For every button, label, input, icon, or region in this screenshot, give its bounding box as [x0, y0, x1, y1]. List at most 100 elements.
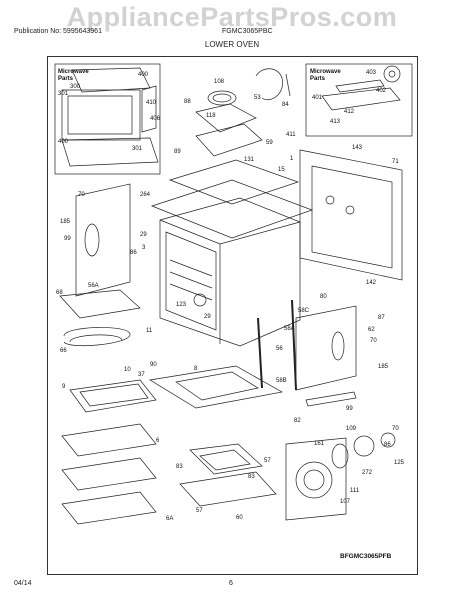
- model-number: FGMC3065PBC: [222, 28, 273, 35]
- callout-413: 413: [330, 119, 341, 125]
- callout-11: 11: [146, 328, 153, 334]
- callout-57: 57: [196, 508, 203, 514]
- callout-57: 57: [264, 458, 271, 464]
- part-60-bottom-cover: [179, 471, 277, 507]
- part-58B-trim: [291, 299, 297, 391]
- part-161-element: [331, 443, 349, 469]
- callout-15: 15: [278, 167, 285, 173]
- part-71-back-inner: [311, 165, 393, 269]
- callout-71: 71: [392, 159, 399, 165]
- part-56-trim: [257, 317, 263, 389]
- callout-185: 185: [60, 219, 71, 225]
- callout-56: 56: [276, 346, 283, 352]
- callout-301: 301: [132, 146, 143, 152]
- part-70-left-side: [75, 183, 131, 297]
- callout-161: 161: [314, 441, 325, 447]
- inset-left-title-line1: Microwave: [58, 69, 89, 75]
- callout-58a: 58A: [284, 326, 295, 332]
- part-108-fan-inner: [212, 93, 232, 103]
- callout-108: 108: [214, 79, 225, 85]
- callout-1: 1: [290, 156, 294, 162]
- callout-6a: 6A: [166, 516, 173, 522]
- callout-29: 29: [140, 232, 147, 238]
- part-118-shield: [195, 123, 263, 157]
- callout-88: 88: [184, 99, 191, 105]
- part-9-broil-pan: [69, 379, 157, 413]
- callout-37: 37: [138, 372, 145, 378]
- diagram-frame: [47, 56, 418, 575]
- part-264-top-cover: [168, 159, 300, 205]
- part-6A-rack-lower: [61, 491, 157, 525]
- part-8-bottom-inner: [175, 371, 259, 401]
- callout-60: 60: [236, 515, 243, 521]
- part-107-fan-grille-inner: [303, 469, 325, 491]
- callout-6: 6: [156, 438, 160, 444]
- callout-86: 86: [384, 442, 391, 448]
- callout-70: 70: [392, 426, 399, 432]
- callout-300: 300: [70, 84, 81, 90]
- callout-83: 83: [176, 464, 183, 470]
- callout-118: 118: [206, 113, 216, 119]
- callout-9: 9: [62, 384, 66, 390]
- callout-411: 411: [286, 132, 296, 138]
- back-panel-hole-1: [325, 195, 335, 205]
- part-403-knob: [383, 65, 401, 83]
- part-83-element-inner: [199, 449, 251, 471]
- callout-185: 185: [378, 364, 389, 370]
- callout-29: 29: [204, 314, 211, 320]
- callout-401: 401: [312, 95, 323, 101]
- part-410-window: [67, 95, 133, 135]
- inset-right-title-line1: Microwave: [310, 69, 341, 75]
- watermark: AppliancePartsPros.com: [66, 2, 398, 32]
- callout-62: 62: [368, 327, 375, 333]
- part-84-probe: [285, 73, 291, 97]
- callout-68: 68: [56, 290, 63, 296]
- section-title: LOWER OVEN: [204, 40, 260, 49]
- callout-10: 10: [124, 367, 131, 373]
- footer-date: 04/14: [14, 580, 32, 587]
- inset-right-title-line2: Parts: [310, 76, 326, 82]
- inset-box-left: [54, 63, 161, 175]
- callout-143: 143: [352, 145, 363, 151]
- part-10-broil-grid: [79, 383, 149, 407]
- callout-58c: 58C: [298, 308, 310, 314]
- part-83-element: [189, 443, 263, 475]
- figure-reference: BFGMC3065PFB: [340, 553, 392, 560]
- callout-86: 86: [130, 250, 137, 256]
- callout-99: 99: [64, 236, 71, 242]
- part-410-frame: [61, 89, 141, 141]
- callout-123: 123: [176, 302, 187, 308]
- callout-99: 99: [346, 406, 353, 412]
- callout-264: 264: [140, 192, 151, 198]
- publication-number: Publication No: 5995643961: [14, 28, 102, 35]
- callout-301: 301: [58, 91, 69, 97]
- callout-80: 80: [320, 294, 327, 300]
- callout-400: 400: [138, 72, 149, 78]
- oven-cavity-top-edge: [159, 219, 301, 245]
- callout-70: 70: [370, 338, 377, 344]
- part-406-panel: [141, 85, 157, 133]
- back-panel-hole-2: [345, 205, 355, 215]
- callout-56a: 56A: [88, 283, 99, 289]
- part-107-fan-grille: [295, 461, 333, 499]
- inset-left-title-line2: Parts: [58, 76, 74, 82]
- footer-page-number: 6: [229, 580, 233, 587]
- callout-272: 272: [362, 470, 373, 476]
- part-108-fan-element: [207, 90, 237, 106]
- callout-109: 109: [346, 426, 357, 432]
- callout-406: 406: [150, 116, 161, 122]
- callout-111: 111: [350, 488, 360, 494]
- right-side-window: [331, 331, 345, 361]
- callout-90: 90: [150, 362, 157, 368]
- part-107-fan-cover: [285, 437, 347, 521]
- rack-guide-2: [169, 271, 213, 289]
- callout-3: 3: [142, 245, 146, 251]
- callout-8: 8: [194, 366, 198, 372]
- part-71-back-panel: [299, 149, 403, 281]
- part-66-element-inner: [69, 334, 123, 343]
- callout-400: 400: [58, 139, 69, 145]
- part-70-right-side: [295, 305, 357, 391]
- callout-87: 87: [378, 315, 385, 321]
- callout-58b: 58B: [276, 378, 287, 384]
